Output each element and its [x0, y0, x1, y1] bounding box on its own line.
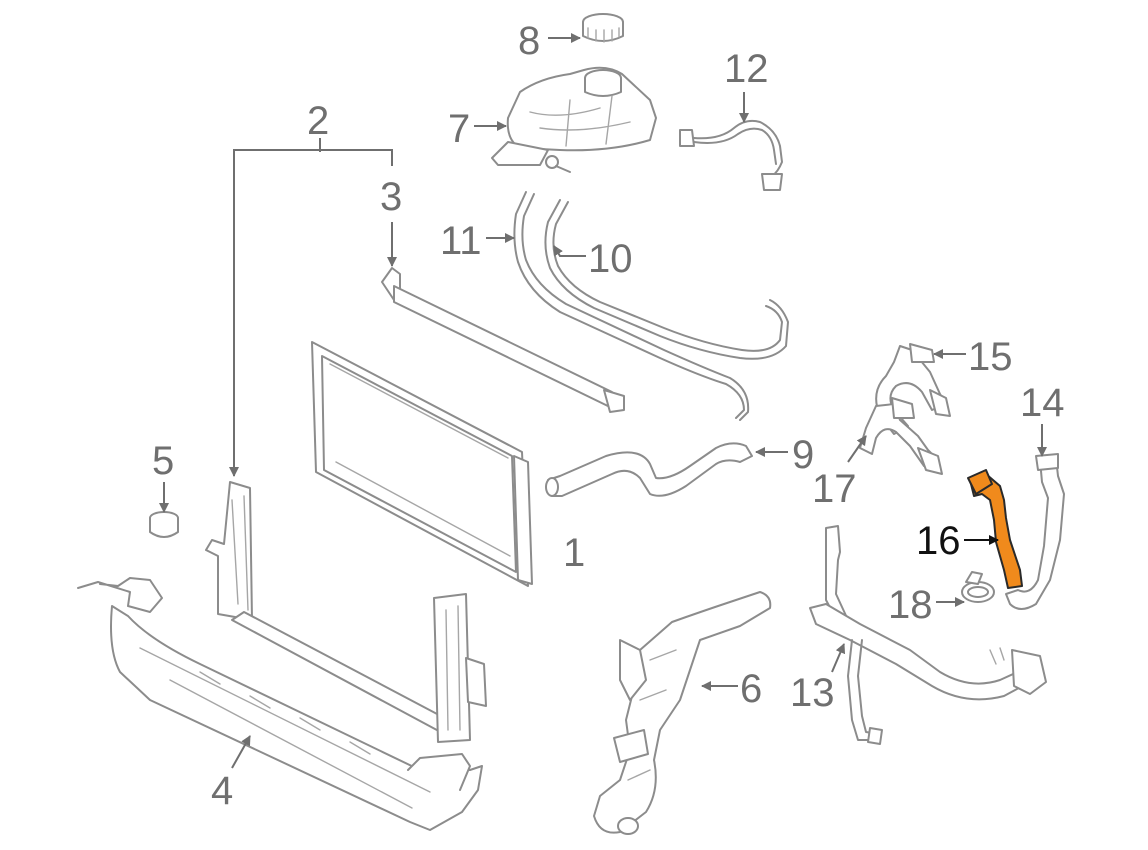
- rubber-grommet[interactable]: [149, 511, 179, 538]
- frame-upright-right[interactable]: [433, 593, 487, 743]
- sensor-harness[interactable]: [679, 119, 783, 191]
- callout-9: 9: [792, 433, 814, 477]
- upper-bracket[interactable]: [381, 267, 625, 413]
- callout-10: 10: [588, 237, 633, 281]
- callout-15: 15: [968, 335, 1013, 379]
- leader-2-right: [320, 149, 393, 166]
- overflow-hose-11[interactable]: [513, 191, 750, 421]
- leader-lines: [159, 33, 1047, 769]
- overflow-hose-10[interactable]: [544, 199, 789, 360]
- callout-7: 7: [448, 107, 470, 151]
- callout-3: 3: [380, 175, 402, 219]
- frame-upright-left[interactable]: [205, 481, 253, 621]
- leader-10: [553, 245, 586, 257]
- callout-16: 16: [916, 519, 961, 563]
- callout-1: 1: [563, 531, 585, 575]
- leader-13: [831, 643, 846, 673]
- hose-clamp[interactable]: [961, 571, 995, 603]
- leader-2-left: [229, 149, 320, 477]
- callout-5: 5: [152, 439, 174, 483]
- coolant-pipe[interactable]: [809, 525, 1047, 745]
- callout-8: 8: [518, 19, 540, 63]
- radiator[interactable]: [311, 341, 533, 587]
- expansion-tank[interactable]: [491, 66, 657, 173]
- callout-12: 12: [724, 47, 769, 91]
- callout-labels: 1 2 3 4 5 6 7 8 9 10 11 12 13 14 15 16 1…: [152, 19, 1065, 813]
- lower-support[interactable]: [77, 577, 483, 831]
- callout-4: 4: [211, 769, 233, 813]
- callout-17: 17: [812, 467, 857, 511]
- callout-6: 6: [740, 667, 762, 711]
- heater-hose-17[interactable]: [859, 397, 943, 475]
- lower-radiator-hose[interactable]: [593, 591, 772, 835]
- leader-17: [847, 435, 867, 463]
- callout-18: 18: [888, 583, 933, 627]
- callout-2: 2: [307, 99, 329, 143]
- return-pipe[interactable]: [1005, 453, 1065, 610]
- upper-radiator-hose[interactable]: [545, 442, 753, 497]
- leader-4: [231, 735, 251, 769]
- coolant-hose-highlighted[interactable]: [967, 469, 1023, 589]
- reservoir-cap[interactable]: [582, 13, 624, 43]
- callout-13: 13: [790, 671, 835, 715]
- callout-11: 11: [440, 219, 482, 263]
- callout-14: 14: [1020, 381, 1065, 425]
